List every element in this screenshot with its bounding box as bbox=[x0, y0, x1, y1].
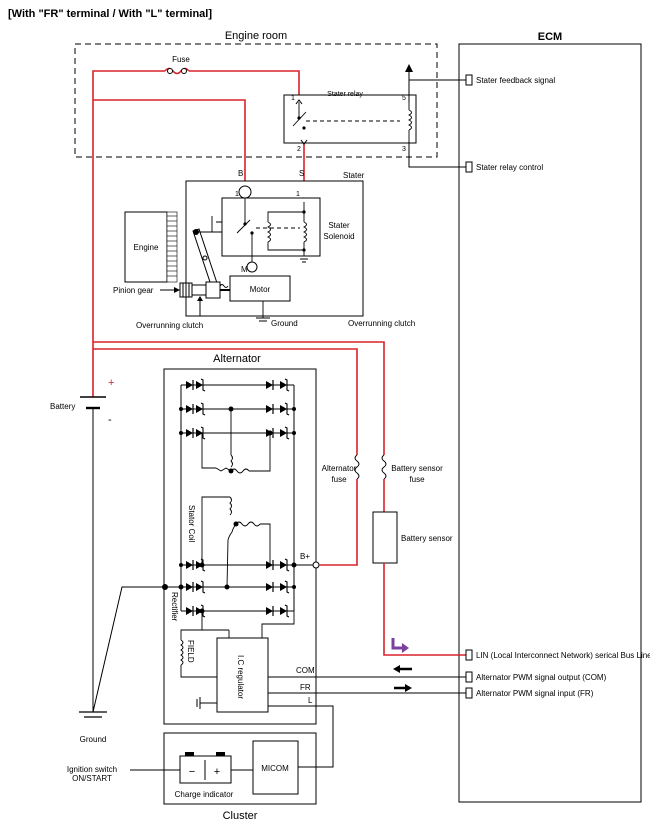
battery-sensor-fuse-label-2: fuse bbox=[409, 475, 425, 484]
motor-terminal-m bbox=[246, 261, 258, 273]
field-coil bbox=[180, 629, 217, 678]
com-arrow-left bbox=[393, 665, 412, 673]
charge-plus-symbol: + bbox=[214, 766, 220, 778]
engine-room-label: Engine room bbox=[225, 30, 287, 42]
solenoid-pin-1b: 1 bbox=[296, 191, 300, 198]
battery-sensor-label: Battery sensor bbox=[401, 534, 453, 543]
ecm-box bbox=[458, 43, 642, 803]
charge-minus-symbol: − bbox=[189, 766, 195, 778]
motor-box bbox=[229, 275, 291, 302]
b-plus-label: B+ bbox=[300, 552, 310, 561]
stator-coil-label: Stator Coil bbox=[187, 505, 196, 543]
l-label: L bbox=[308, 696, 313, 705]
solenoid-internal bbox=[211, 198, 310, 263]
pwm-input-label: Alternator PWM signal input (FR) bbox=[476, 689, 594, 698]
pwm-output-label: Alternator PWM signal output (COM) bbox=[476, 673, 607, 682]
fr-label: FR bbox=[300, 683, 311, 692]
b-plus-red-wire bbox=[319, 485, 358, 566]
stater-solenoid-label-2: Solenoid bbox=[323, 232, 354, 241]
diagram-header: [With "FR" terminal / With "L" terminal] bbox=[8, 8, 212, 20]
ecm-pin-relay-control bbox=[465, 161, 473, 173]
ecm-pin-fr bbox=[465, 687, 473, 699]
ecm-pin-feedback bbox=[465, 74, 473, 86]
field-label: FIELD bbox=[186, 640, 195, 663]
ignition-switch-label-1: Ignition switch bbox=[67, 765, 117, 774]
stator-winding-upper bbox=[201, 409, 271, 474]
ic-regulator-box bbox=[216, 637, 269, 713]
ground-bottom-label: Ground bbox=[80, 735, 107, 744]
engine-box bbox=[124, 211, 168, 283]
terminal-b-label: B bbox=[238, 169, 243, 178]
motor-m-label: M bbox=[241, 265, 248, 274]
rectifier-label: Rectifier bbox=[170, 592, 179, 622]
ecm-label: ECM bbox=[538, 31, 562, 43]
lin-direction-arrow bbox=[391, 638, 409, 653]
solenoid-pin-1a: 1 bbox=[235, 191, 239, 198]
l-wire bbox=[268, 705, 334, 768]
ignition-switch-label-2: ON/START bbox=[72, 774, 112, 783]
alternator-label: Alternator bbox=[213, 353, 261, 365]
flywheel-teeth bbox=[166, 211, 178, 283]
stater-solenoid-label-1: Stater bbox=[328, 221, 350, 230]
micom-label: MICOM bbox=[261, 764, 289, 773]
overrunning-clutch-right-label: Overrunning clutch bbox=[348, 319, 415, 328]
relay-pin-3: 3 bbox=[402, 146, 406, 153]
alternator-fuse bbox=[354, 454, 360, 480]
micom-box bbox=[252, 740, 299, 795]
charge-indicator-label: Charge indicator bbox=[175, 790, 234, 799]
ecm-pin-com bbox=[465, 671, 473, 683]
ground-label: Ground bbox=[271, 319, 298, 328]
overrunning-clutch-left-label: Overrunning clutch bbox=[136, 321, 203, 330]
fuse-end-right bbox=[181, 68, 187, 74]
pinion-gear-label: Pinion gear bbox=[113, 286, 154, 295]
battery-sensor-box bbox=[372, 511, 398, 564]
fuse-label: Fuse bbox=[172, 55, 190, 64]
stater-solenoid-box bbox=[221, 197, 321, 257]
relay-pin-2: 2 bbox=[297, 146, 301, 153]
ic-regulator-label: I.C regulator bbox=[236, 655, 245, 699]
battery-sensor-fuse-label-1: Battery sensor bbox=[391, 464, 443, 473]
lin-bus-wire bbox=[383, 563, 466, 656]
alternator-fuse-label-2: fuse bbox=[331, 475, 347, 484]
relay-to-ecm-wires bbox=[405, 64, 466, 168]
stater-feedback-label: Stater feedback signal bbox=[476, 76, 555, 85]
rectifier-ground-wire bbox=[92, 586, 181, 713]
terminal-s-label: S bbox=[299, 169, 304, 178]
terminal-b-node bbox=[238, 185, 252, 199]
relay-pin-1: 1 bbox=[291, 95, 295, 102]
relay-pin-5: 5 bbox=[402, 95, 406, 102]
ecm-pin-lin bbox=[465, 649, 473, 661]
lin-label: LIN (Local Interconnect Network) serical… bbox=[476, 651, 650, 660]
battery-minus: - bbox=[108, 414, 112, 426]
stater-relay-control-label: Stater relay control bbox=[476, 163, 543, 172]
com-label: COM bbox=[296, 666, 315, 675]
battery-label: Battery bbox=[50, 402, 75, 411]
stater-relay-label: Stater relay bbox=[327, 91, 363, 98]
pinion-assembly bbox=[179, 281, 230, 299]
engine-label: Engine bbox=[134, 243, 159, 252]
fuse-end-left bbox=[167, 68, 173, 74]
stater-label: Stater bbox=[343, 171, 365, 180]
alternator-fuse-label-1: Alternator bbox=[322, 464, 357, 473]
battery-sensor-fuse bbox=[381, 454, 387, 480]
motor-label: Motor bbox=[250, 285, 271, 294]
engine-room-boundary bbox=[74, 43, 438, 158]
cluster-label: Cluster bbox=[223, 810, 258, 822]
stater-relay-box bbox=[283, 94, 417, 144]
relay-internal bbox=[292, 99, 412, 145]
regulator-feed-wire bbox=[261, 611, 295, 638]
b-plus-terminal bbox=[312, 561, 320, 569]
battery-plus: + bbox=[108, 377, 114, 389]
fr-arrow-right bbox=[394, 684, 412, 692]
